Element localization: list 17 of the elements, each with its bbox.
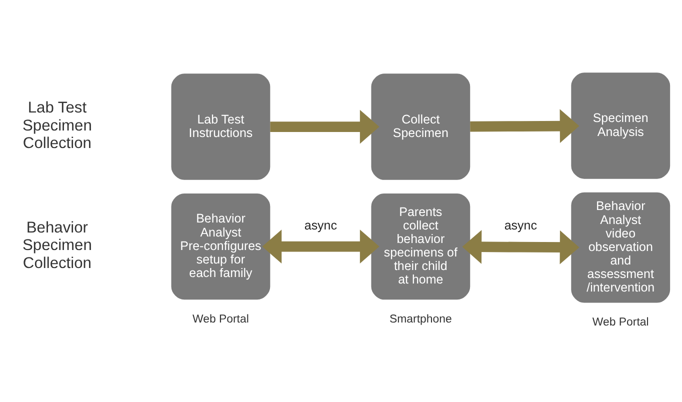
arrow xyxy=(470,109,580,144)
node-box: Collect Specimen xyxy=(371,74,470,180)
arrow xyxy=(270,110,380,144)
node-label: Web Portal xyxy=(592,316,649,328)
node-label: Web Portal xyxy=(192,313,249,326)
node-box: Lab Test Instructions xyxy=(171,74,270,180)
arrow xyxy=(462,230,580,264)
label: Lab Test Specimen Collection xyxy=(22,100,92,152)
node-box: Specimen Analysis xyxy=(571,72,670,179)
label: Behavior Specimen Collection xyxy=(22,220,92,272)
node-label: Smartphone xyxy=(390,313,452,326)
node-box: Behavior Analyst Pre-configures setup for each family xyxy=(171,193,270,300)
edge-label: async xyxy=(504,218,537,232)
arrow xyxy=(262,230,380,264)
node-box: Behavior Analyst video observation and assessment /intervention xyxy=(571,192,670,303)
edge-label: async xyxy=(304,218,338,232)
node-box: Parents collect behavior specimens of their child at home xyxy=(371,193,470,300)
